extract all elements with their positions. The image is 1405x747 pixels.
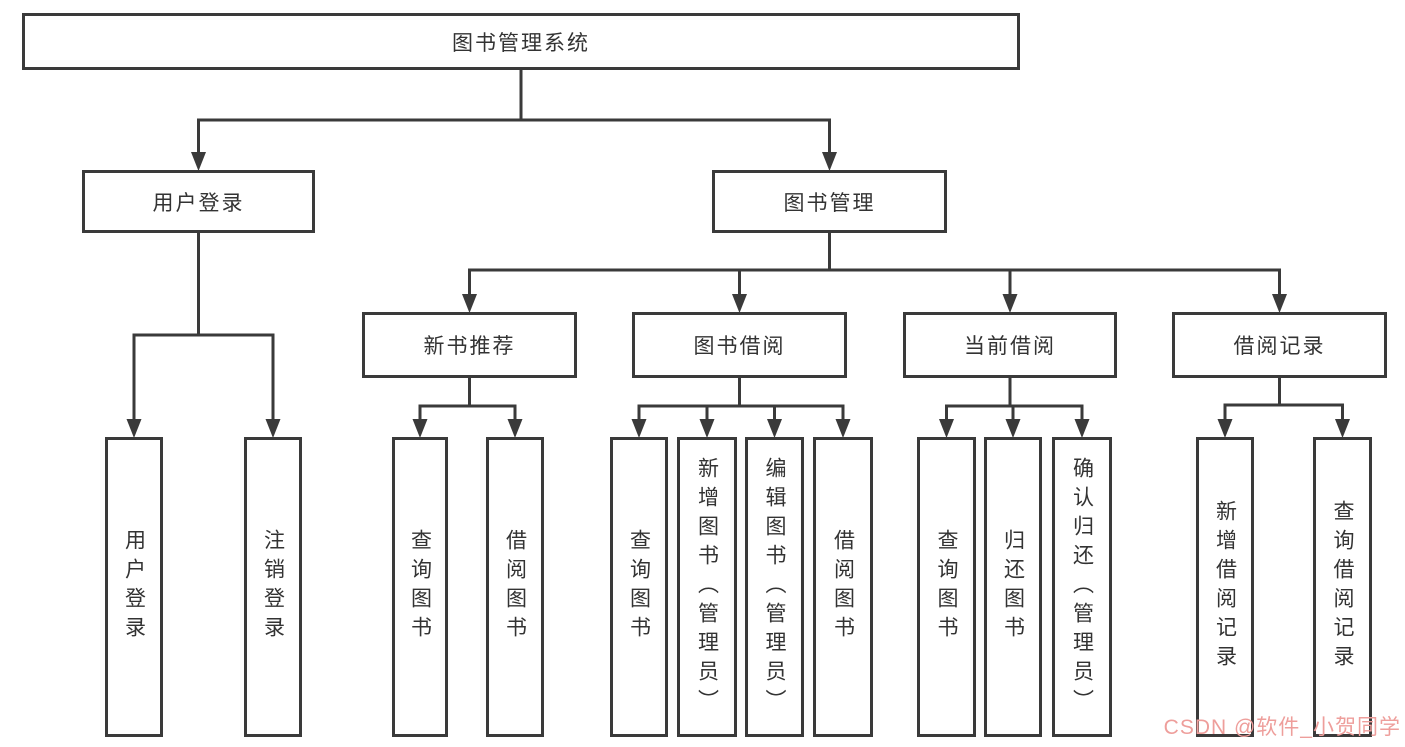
- node-label: 借阅图书: [831, 529, 855, 645]
- arrowhead-icon: [462, 294, 477, 313]
- node-label: 注销登录: [261, 529, 285, 645]
- arrowhead-icon: [1335, 419, 1350, 438]
- node-label: 借阅图书: [503, 529, 527, 645]
- node-system-root: 图书管理系统: [22, 13, 1020, 70]
- node-label: 查询图书: [408, 529, 432, 645]
- node-current-borrow: 当前借阅: [903, 312, 1117, 378]
- node-label: 图书管理: [783, 191, 876, 215]
- arrowhead-icon: [265, 419, 281, 438]
- arrowhead-icon: [1272, 294, 1287, 313]
- node-label: 确认归还（管理员）: [1070, 456, 1094, 718]
- watermark: CSDN @软件_小贺同学: [1163, 716, 1401, 739]
- node-label: 新增借阅记录: [1213, 500, 1237, 674]
- node-label: 新增图书（管理员）: [695, 456, 719, 718]
- node-label: 查询图书: [935, 529, 958, 645]
- node-label: 归还图书: [1001, 529, 1025, 645]
- node-label: 用户登录: [122, 529, 146, 645]
- arrowhead-icon: [699, 419, 715, 438]
- arrowhead-icon: [507, 419, 523, 438]
- node-leaf-logout: 注销登录: [244, 437, 302, 737]
- arrowhead-icon: [631, 419, 647, 438]
- node-leaf-bb-borrow-book: 借阅图书: [813, 437, 873, 737]
- node-book-management: 图书管理: [712, 170, 947, 233]
- node-user-login: 用户登录: [82, 170, 315, 233]
- node-leaf-rec-query-record: 查询借阅记录: [1313, 437, 1372, 737]
- node-label: 用户登录: [152, 191, 245, 215]
- node-leaf-bb-edit-book-admin: 编辑图书（管理员）: [745, 437, 804, 737]
- node-label: 新书推荐: [423, 335, 516, 358]
- arrowhead-icon: [835, 419, 851, 438]
- node-new-book-recommend: 新书推荐: [362, 312, 577, 378]
- node-leaf-cb-return-book: 归还图书: [984, 437, 1042, 737]
- node-leaf-cb-query-book: 查询图书: [917, 437, 976, 737]
- arrowhead-icon: [1002, 294, 1018, 313]
- arrowhead-icon: [939, 419, 954, 438]
- node-leaf-bb-query-book: 查询图书: [610, 437, 668, 737]
- node-leaf-cb-confirm-return-admin: 确认归还（管理员）: [1052, 437, 1112, 737]
- node-label: 当前借阅: [964, 335, 1056, 358]
- arrowhead-icon: [822, 152, 837, 171]
- node-label: 查询借阅记录: [1331, 500, 1354, 674]
- node-leaf-user-login: 用户登录: [105, 437, 163, 737]
- arrowhead-icon: [1074, 419, 1090, 438]
- arrowhead-icon: [732, 294, 747, 313]
- node-label: 图书借阅: [693, 335, 786, 358]
- node-leaf-nb-borrow-book: 借阅图书: [486, 437, 544, 737]
- node-label: 借阅记录: [1233, 335, 1326, 358]
- node-label: 查询图书: [627, 529, 651, 645]
- node-label: 编辑图书（管理员）: [763, 456, 786, 718]
- arrowhead-icon: [767, 419, 782, 438]
- node-leaf-bb-add-book-admin: 新增图书（管理员）: [677, 437, 737, 737]
- node-label: 图书管理系统: [452, 31, 590, 55]
- arrowhead-icon: [191, 152, 206, 171]
- arrowhead-icon: [412, 419, 428, 438]
- node-book-borrow: 图书借阅: [632, 312, 847, 378]
- node-leaf-rec-add-record: 新增借阅记录: [1196, 437, 1254, 737]
- arrowhead-icon: [126, 419, 142, 438]
- node-leaf-nb-query-book: 查询图书: [392, 437, 448, 737]
- node-borrow-records: 借阅记录: [1172, 312, 1387, 378]
- arrowhead-icon: [1005, 419, 1021, 438]
- arrowhead-icon: [1217, 419, 1233, 438]
